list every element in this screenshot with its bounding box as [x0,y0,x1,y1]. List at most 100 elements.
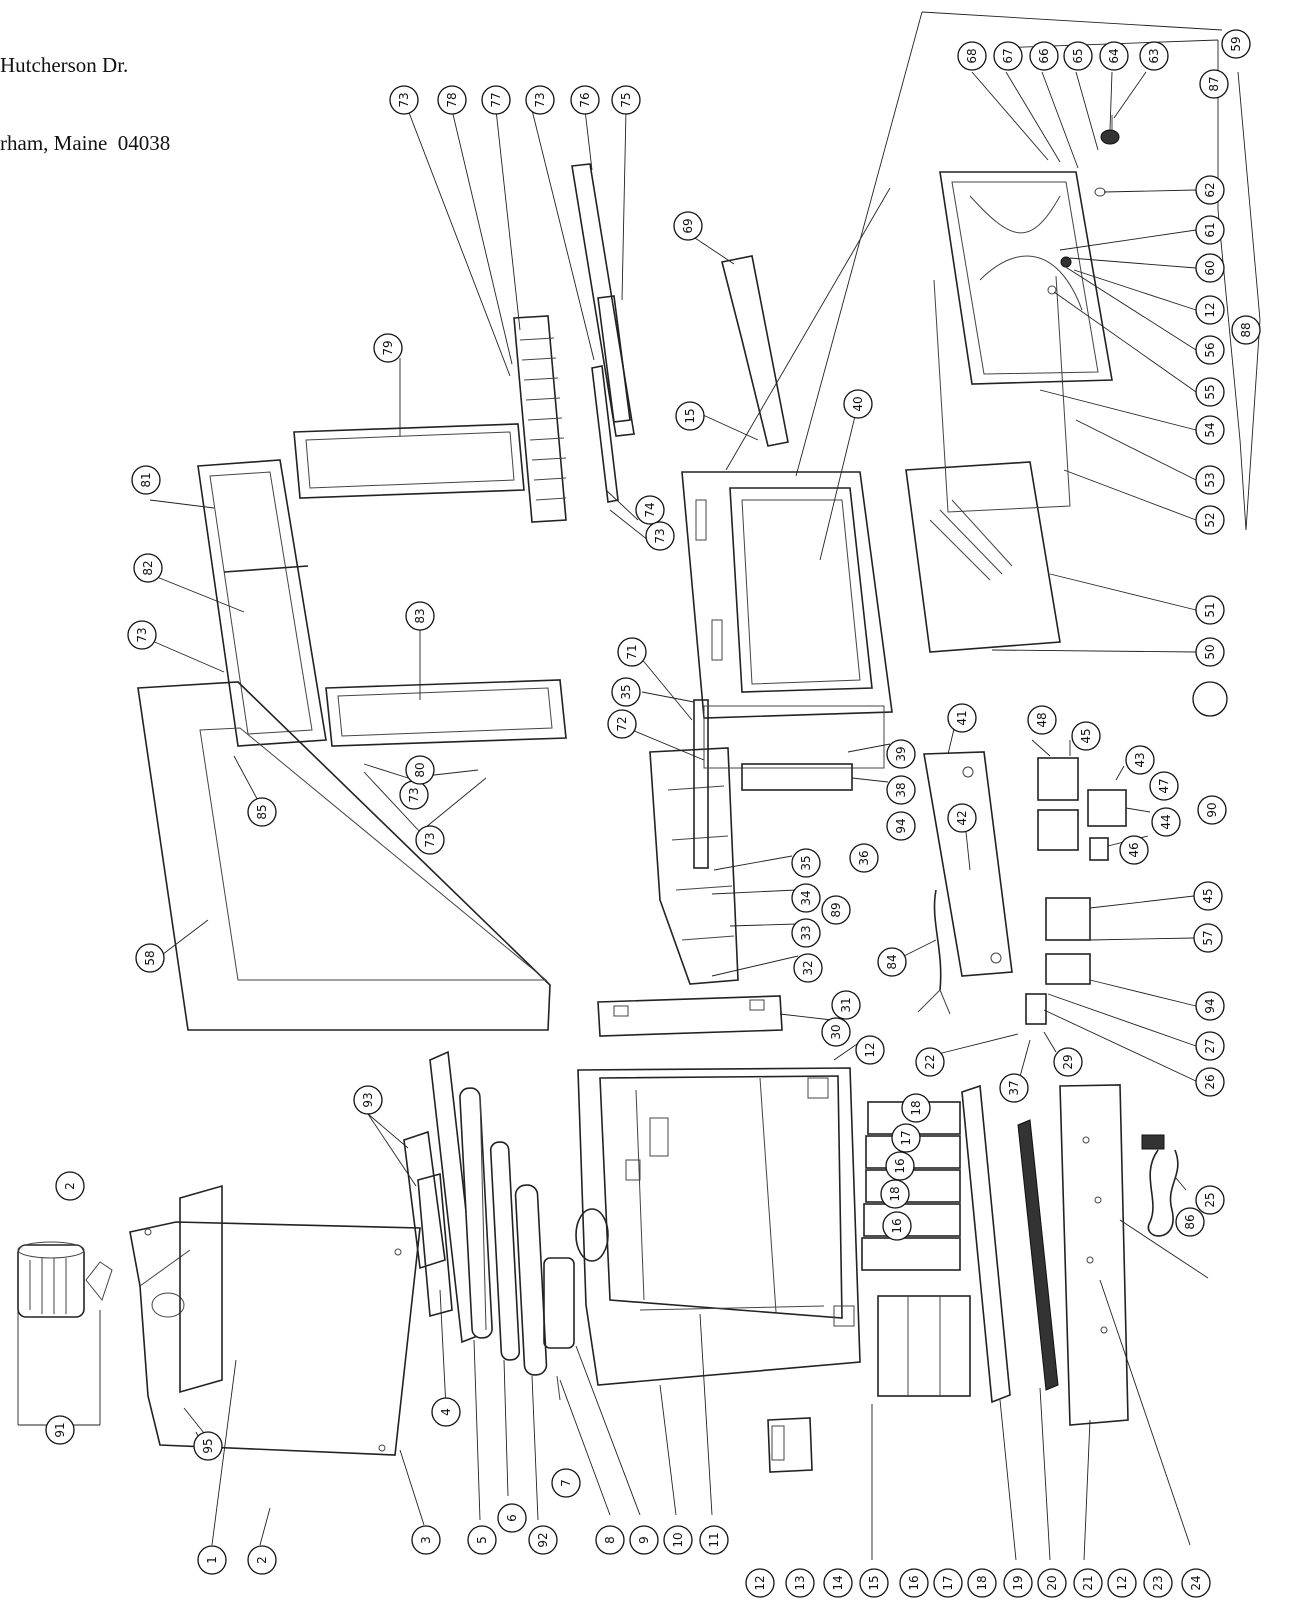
callout-18: 18 [880,1179,910,1209]
callout-number: 10 [671,1532,685,1547]
callout-11: 11 [699,1525,729,1555]
callout-71: 71 [617,637,647,667]
callout-91: 91 [45,1415,75,1445]
callout-16: 16 [882,1211,912,1241]
callout-35: 35 [611,677,641,707]
callout-number: 35 [799,855,813,870]
callout-77: 77 [481,85,511,115]
callout-number: 32 [801,960,815,975]
callout-number: 22 [923,1054,937,1069]
callout-number: 69 [681,218,695,233]
callout-45: 45 [1071,721,1101,751]
callout-number: 24 [1189,1575,1203,1590]
callout-45: 45 [1193,881,1223,911]
callout-number: 1 [205,1556,219,1564]
callout-8: 8 [595,1525,625,1555]
callout-18: 18 [967,1568,997,1598]
callout-number: 75 [619,92,633,107]
callout-73: 73 [127,620,157,650]
callout-number: 73 [135,627,149,642]
callout-82: 82 [133,553,163,583]
callout-number: 94 [894,818,908,833]
callout-6: 6 [497,1503,527,1533]
part-58-panel [137,681,551,1031]
callout-number: 50 [1203,644,1217,659]
callout-number: 38 [894,782,908,797]
callout-number: 72 [615,716,629,731]
part-41-channel [923,751,1013,977]
callout-number: 80 [413,762,427,777]
callout-31: 31 [831,990,861,1020]
callout-10: 10 [663,1525,693,1555]
part-40-door-frame [681,471,893,769]
callout-number: 27 [1203,1038,1217,1053]
callout-95: 95 [193,1431,223,1461]
callout-number: 60 [1203,260,1217,275]
callout-73: 73 [389,85,419,115]
callout-23: 23 [1143,1568,1173,1598]
callout-number: 12 [753,1575,767,1590]
callout-number: 73 [397,92,411,107]
callout-number: 44 [1159,814,1173,829]
callout-13: 13 [785,1568,815,1598]
callout-number: 17 [899,1130,913,1145]
callout-number: 6 [505,1514,519,1522]
callout-51: 51 [1195,595,1225,625]
callout-number: 17 [941,1575,955,1590]
callout-number: 45 [1079,728,1093,743]
callout-number: 64 [1107,48,1121,63]
address-line: Hutcherson Dr. [0,53,129,77]
callout-56: 56 [1195,335,1225,365]
callout-83: 83 [405,601,435,631]
callout-number: 56 [1203,342,1217,357]
callout-65: 65 [1063,41,1093,71]
callout-12: 12 [855,1035,885,1065]
callout-number: 86 [1183,1214,1197,1229]
callout-number: 54 [1203,422,1217,437]
part-31-bar [597,995,783,1037]
callout-number: 63 [1147,48,1161,63]
callout-43: 43 [1125,745,1155,775]
callout-53: 53 [1195,465,1225,495]
callout-1: 1 [197,1545,227,1575]
callout-12: 12 [1195,295,1225,325]
callout-87: 87 [1199,69,1229,99]
callout-67: 67 [993,41,1023,71]
callout-number: 3 [419,1536,433,1544]
callout-19: 19 [1003,1568,1033,1598]
callout-number: 11 [707,1532,721,1547]
callout-number: 43 [1133,752,1147,767]
callout-number: 51 [1203,602,1217,617]
callout-number: 7 [559,1479,573,1487]
callout-number: 18 [888,1186,902,1201]
callout-32: 32 [793,953,823,983]
callout-73: 73 [645,521,675,551]
callout-62: 62 [1195,175,1225,205]
callout-number: 65 [1071,48,1085,63]
callout-number: 23 [1151,1575,1165,1590]
callout-9: 9 [629,1525,659,1555]
callout-17: 17 [891,1123,921,1153]
callout-number: 79 [381,340,395,355]
part-95-rail [179,1184,223,1394]
callout-number: 48 [1035,712,1049,727]
callout-29: 29 [1053,1047,1083,1077]
callout-number: 34 [799,890,813,905]
callout-number: 66 [1037,48,1051,63]
callout-2: 2 [247,1545,277,1575]
callout-number: 36 [857,850,871,865]
part-79-frame [293,423,525,499]
callout-88: 88 [1231,315,1261,345]
callout-2: 2 [55,1171,85,1201]
callout-33: 33 [791,918,821,948]
callout-12: 12 [745,1568,775,1598]
callout-number: 89 [829,902,843,917]
callout-40: 40 [843,389,873,419]
callout-number: 29 [1061,1054,1075,1069]
callout-48: 48 [1027,705,1057,735]
callout-55: 55 [1195,377,1225,407]
callout-90: 90 [1197,795,1227,825]
callout-number: 93 [361,1092,375,1107]
part-86-power-cord [1141,1134,1179,1237]
